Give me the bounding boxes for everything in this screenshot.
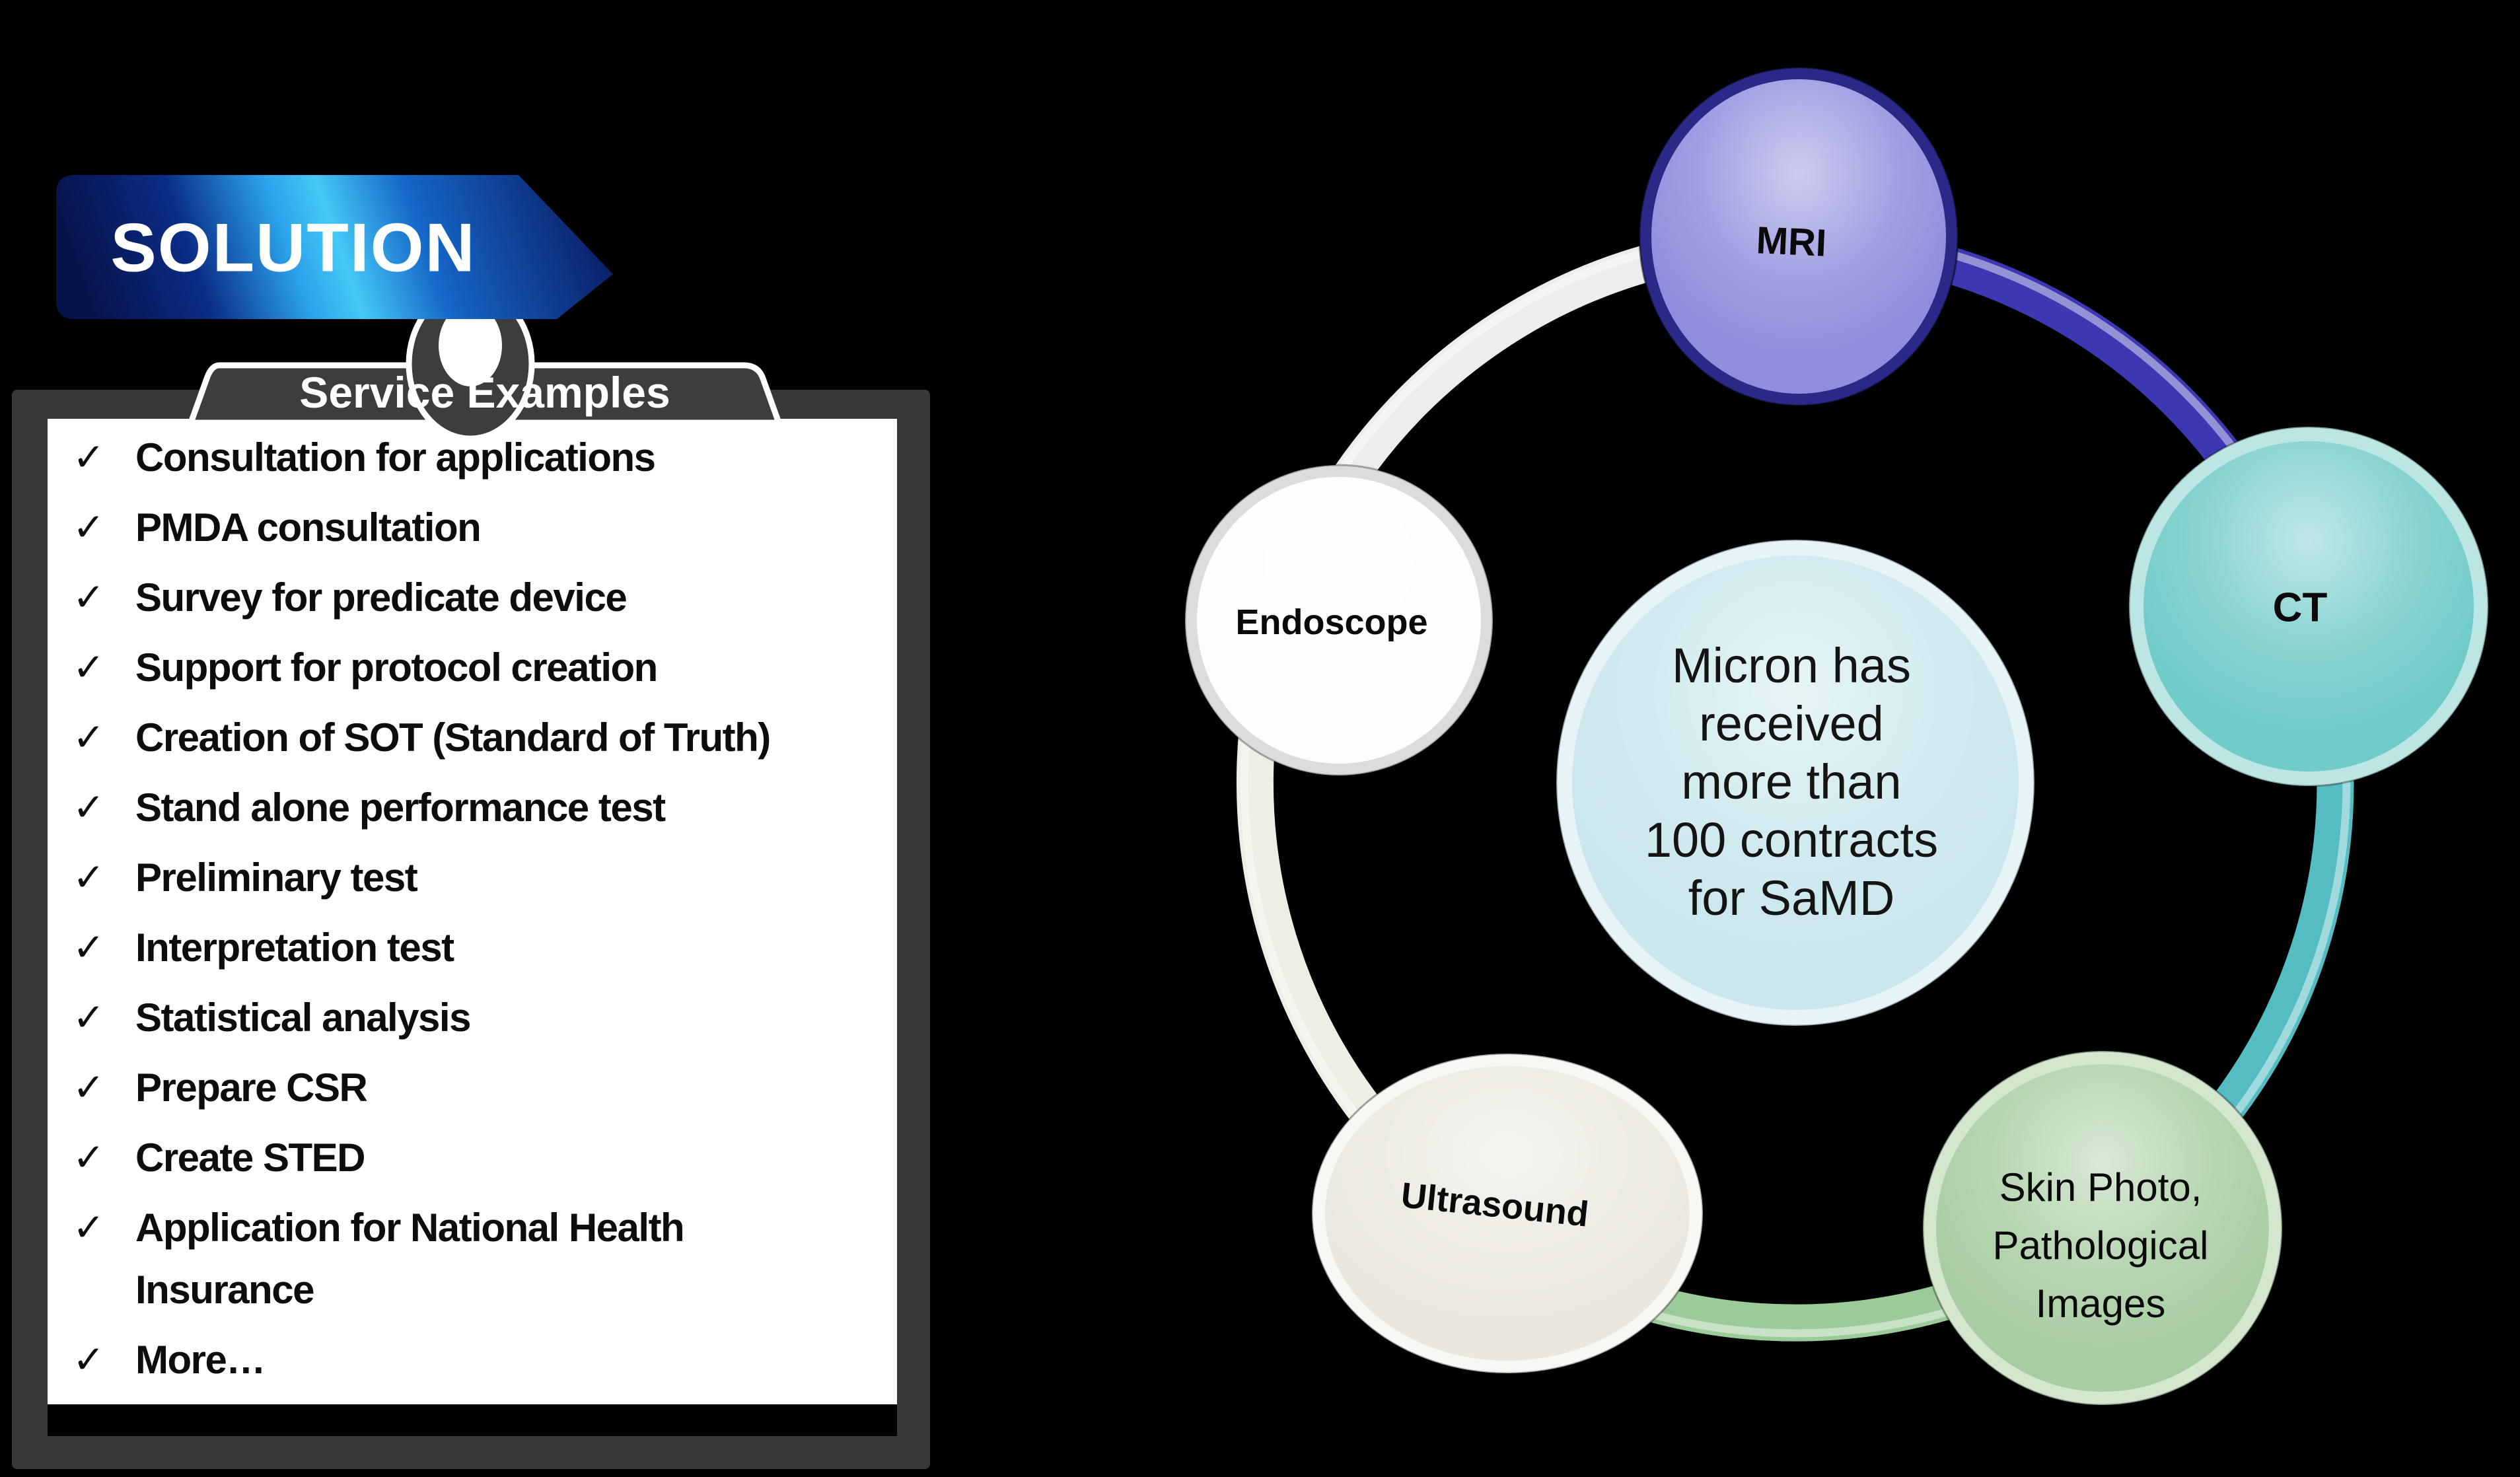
clip-ring-hole bbox=[439, 305, 502, 386]
node-mri-sheen bbox=[1651, 79, 1946, 394]
clipboard-paper-shadow bbox=[48, 1404, 897, 1436]
node-skin-photo-sheen bbox=[1936, 1064, 2269, 1392]
solution-arrow-banner bbox=[56, 175, 613, 319]
clipboard bbox=[12, 286, 930, 1469]
node-ct bbox=[2128, 425, 2490, 787]
center-circle-sheen bbox=[1572, 556, 2019, 1010]
node-endoscope-sheen bbox=[1197, 477, 1481, 764]
node-mri bbox=[1638, 66, 1959, 407]
node-ultrasound bbox=[1311, 1052, 1704, 1375]
node-ultrasound-sheen bbox=[1325, 1066, 1690, 1361]
node-ct-sheen bbox=[2143, 441, 2474, 772]
clipboard-paper bbox=[48, 419, 897, 1404]
node-endoscope bbox=[1184, 464, 1494, 777]
center-circle bbox=[1555, 538, 2036, 1027]
node-skin-photo bbox=[1922, 1050, 2284, 1406]
